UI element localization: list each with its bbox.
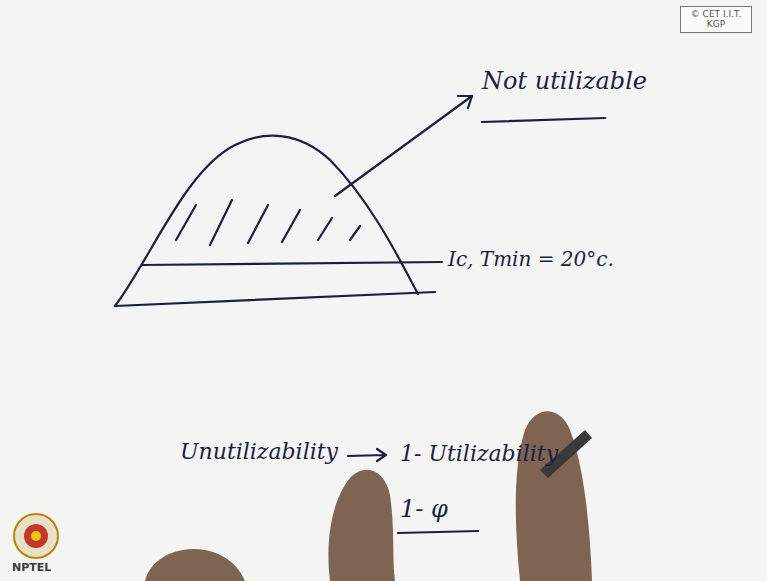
radiation-curve [115, 136, 418, 306]
term-label: Unutilizability [180, 440, 338, 464]
time-axis [115, 292, 435, 306]
hand-shapes [145, 411, 592, 581]
critical-level-line [142, 262, 442, 265]
formula-text: 1- Utilizability [400, 442, 558, 466]
implies-arrow [348, 449, 386, 461]
formula-text: 1- φ [400, 496, 448, 522]
logo-text: NPTEL [12, 562, 51, 574]
underline [398, 531, 478, 533]
leader-arrow [335, 96, 472, 196]
hatching [176, 200, 360, 245]
copyright-box: © CET I.I.T. KGP [680, 6, 752, 33]
underline [482, 118, 605, 122]
arrow-head [458, 96, 472, 108]
annotation-text: Not utilizable [482, 68, 647, 94]
copyright-text: © CET I.I.T. KGP [685, 9, 747, 30]
level-label: Ic, Tmin = 20°c. [448, 248, 614, 270]
nptel-logo [14, 514, 58, 558]
